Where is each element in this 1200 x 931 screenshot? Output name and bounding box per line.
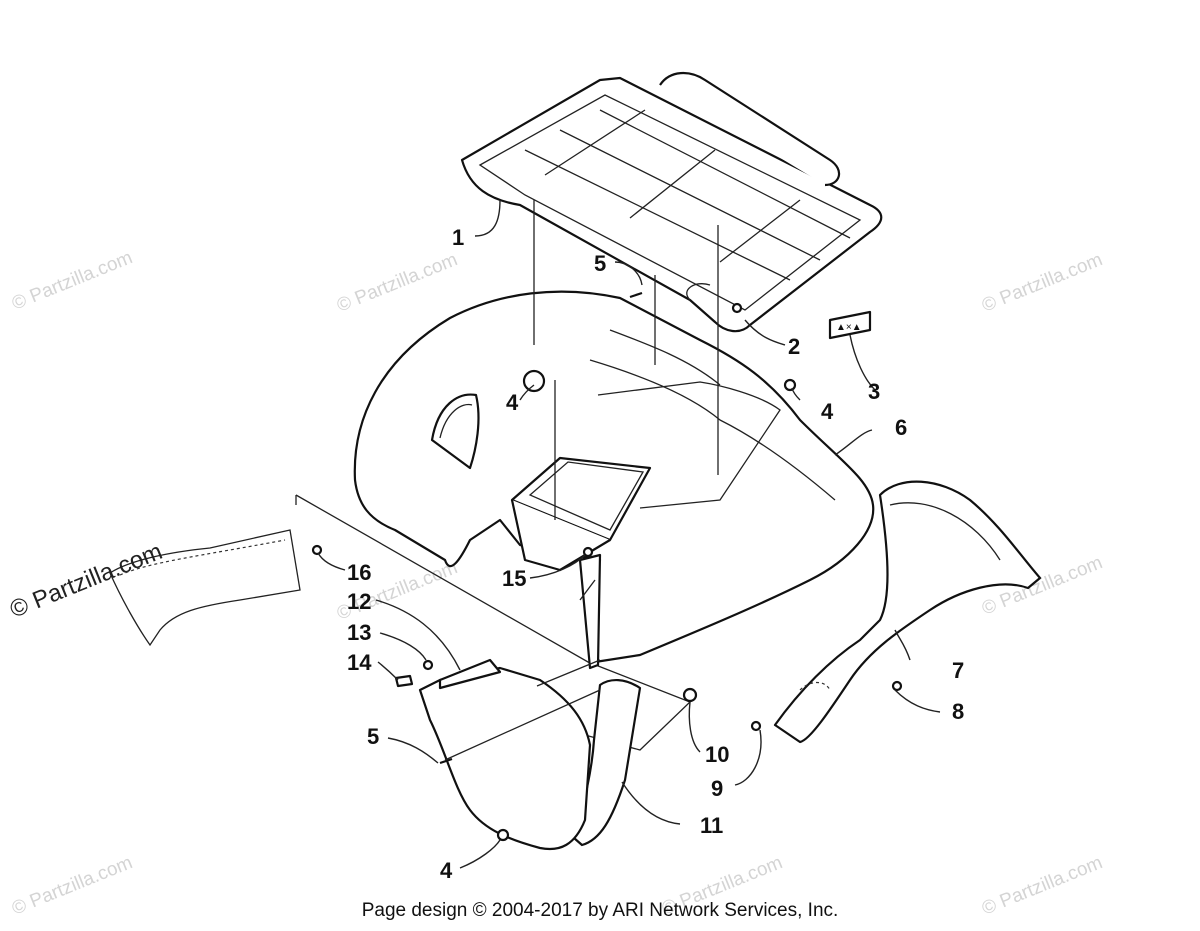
callouts: 1 2 3 4 4 4 5 5 6 7 8 9 10 11 12 13 14 1… <box>347 225 964 883</box>
part-9-screw <box>750 720 762 732</box>
part-15-screw <box>582 546 594 558</box>
part-10-washer <box>682 687 698 703</box>
assembly-guides <box>444 200 719 761</box>
callout-1: 1 <box>452 225 464 250</box>
part-16-side-panel <box>109 529 301 647</box>
part-5-rivet <box>439 757 453 765</box>
part-3-decal: ▲×▲ <box>828 310 872 340</box>
part-1-cargo-rack <box>460 72 883 333</box>
callout-12: 12 <box>347 589 371 614</box>
callout-2: 2 <box>788 334 800 359</box>
callout-4: 4 <box>440 858 453 883</box>
copyright-footer: Page design © 2004-2017 by ARI Network S… <box>361 900 839 921</box>
part-14-clip <box>394 674 414 688</box>
callout-4: 4 <box>506 390 519 415</box>
callout-4: 4 <box>821 399 834 424</box>
callout-8: 8 <box>952 699 964 724</box>
leader-lines <box>317 199 941 869</box>
callout-16: 16 <box>347 560 371 585</box>
part-8-screw <box>891 680 903 692</box>
part-2-bolt <box>731 302 743 314</box>
watermark: © Partzilla.com <box>979 249 1106 316</box>
callout-3: 3 <box>868 379 880 404</box>
watermark: © Partzilla.com <box>9 247 136 314</box>
callout-10: 10 <box>705 742 729 767</box>
callout-6: 6 <box>895 415 907 440</box>
callout-5: 5 <box>594 251 606 276</box>
part-4-nut <box>522 369 546 393</box>
part-5-rivet <box>629 291 643 299</box>
part-12-lower-flap <box>418 658 592 851</box>
part-4-nut <box>496 828 510 842</box>
watermark-prominent: © Partzilla.com <box>6 538 166 624</box>
callout-15: 15 <box>502 566 526 591</box>
hardware <box>311 291 903 842</box>
callout-13: 13 <box>347 620 371 645</box>
part-4-nut <box>783 378 797 392</box>
watermark: © Partzilla.com <box>334 249 461 316</box>
decal-icon: ▲×▲ <box>836 322 862 333</box>
callout-7: 7 <box>952 658 964 683</box>
callout-9: 9 <box>711 776 723 801</box>
callout-14: 14 <box>347 650 372 675</box>
part-6-rear-fender <box>353 290 875 670</box>
callout-11: 11 <box>700 813 723 838</box>
part-11-mud-flap <box>572 679 642 847</box>
part-16-fastener <box>311 544 323 556</box>
part-13-screw <box>422 659 434 671</box>
callout-5: 5 <box>367 724 379 749</box>
part-7-fender-extension <box>773 480 1042 744</box>
